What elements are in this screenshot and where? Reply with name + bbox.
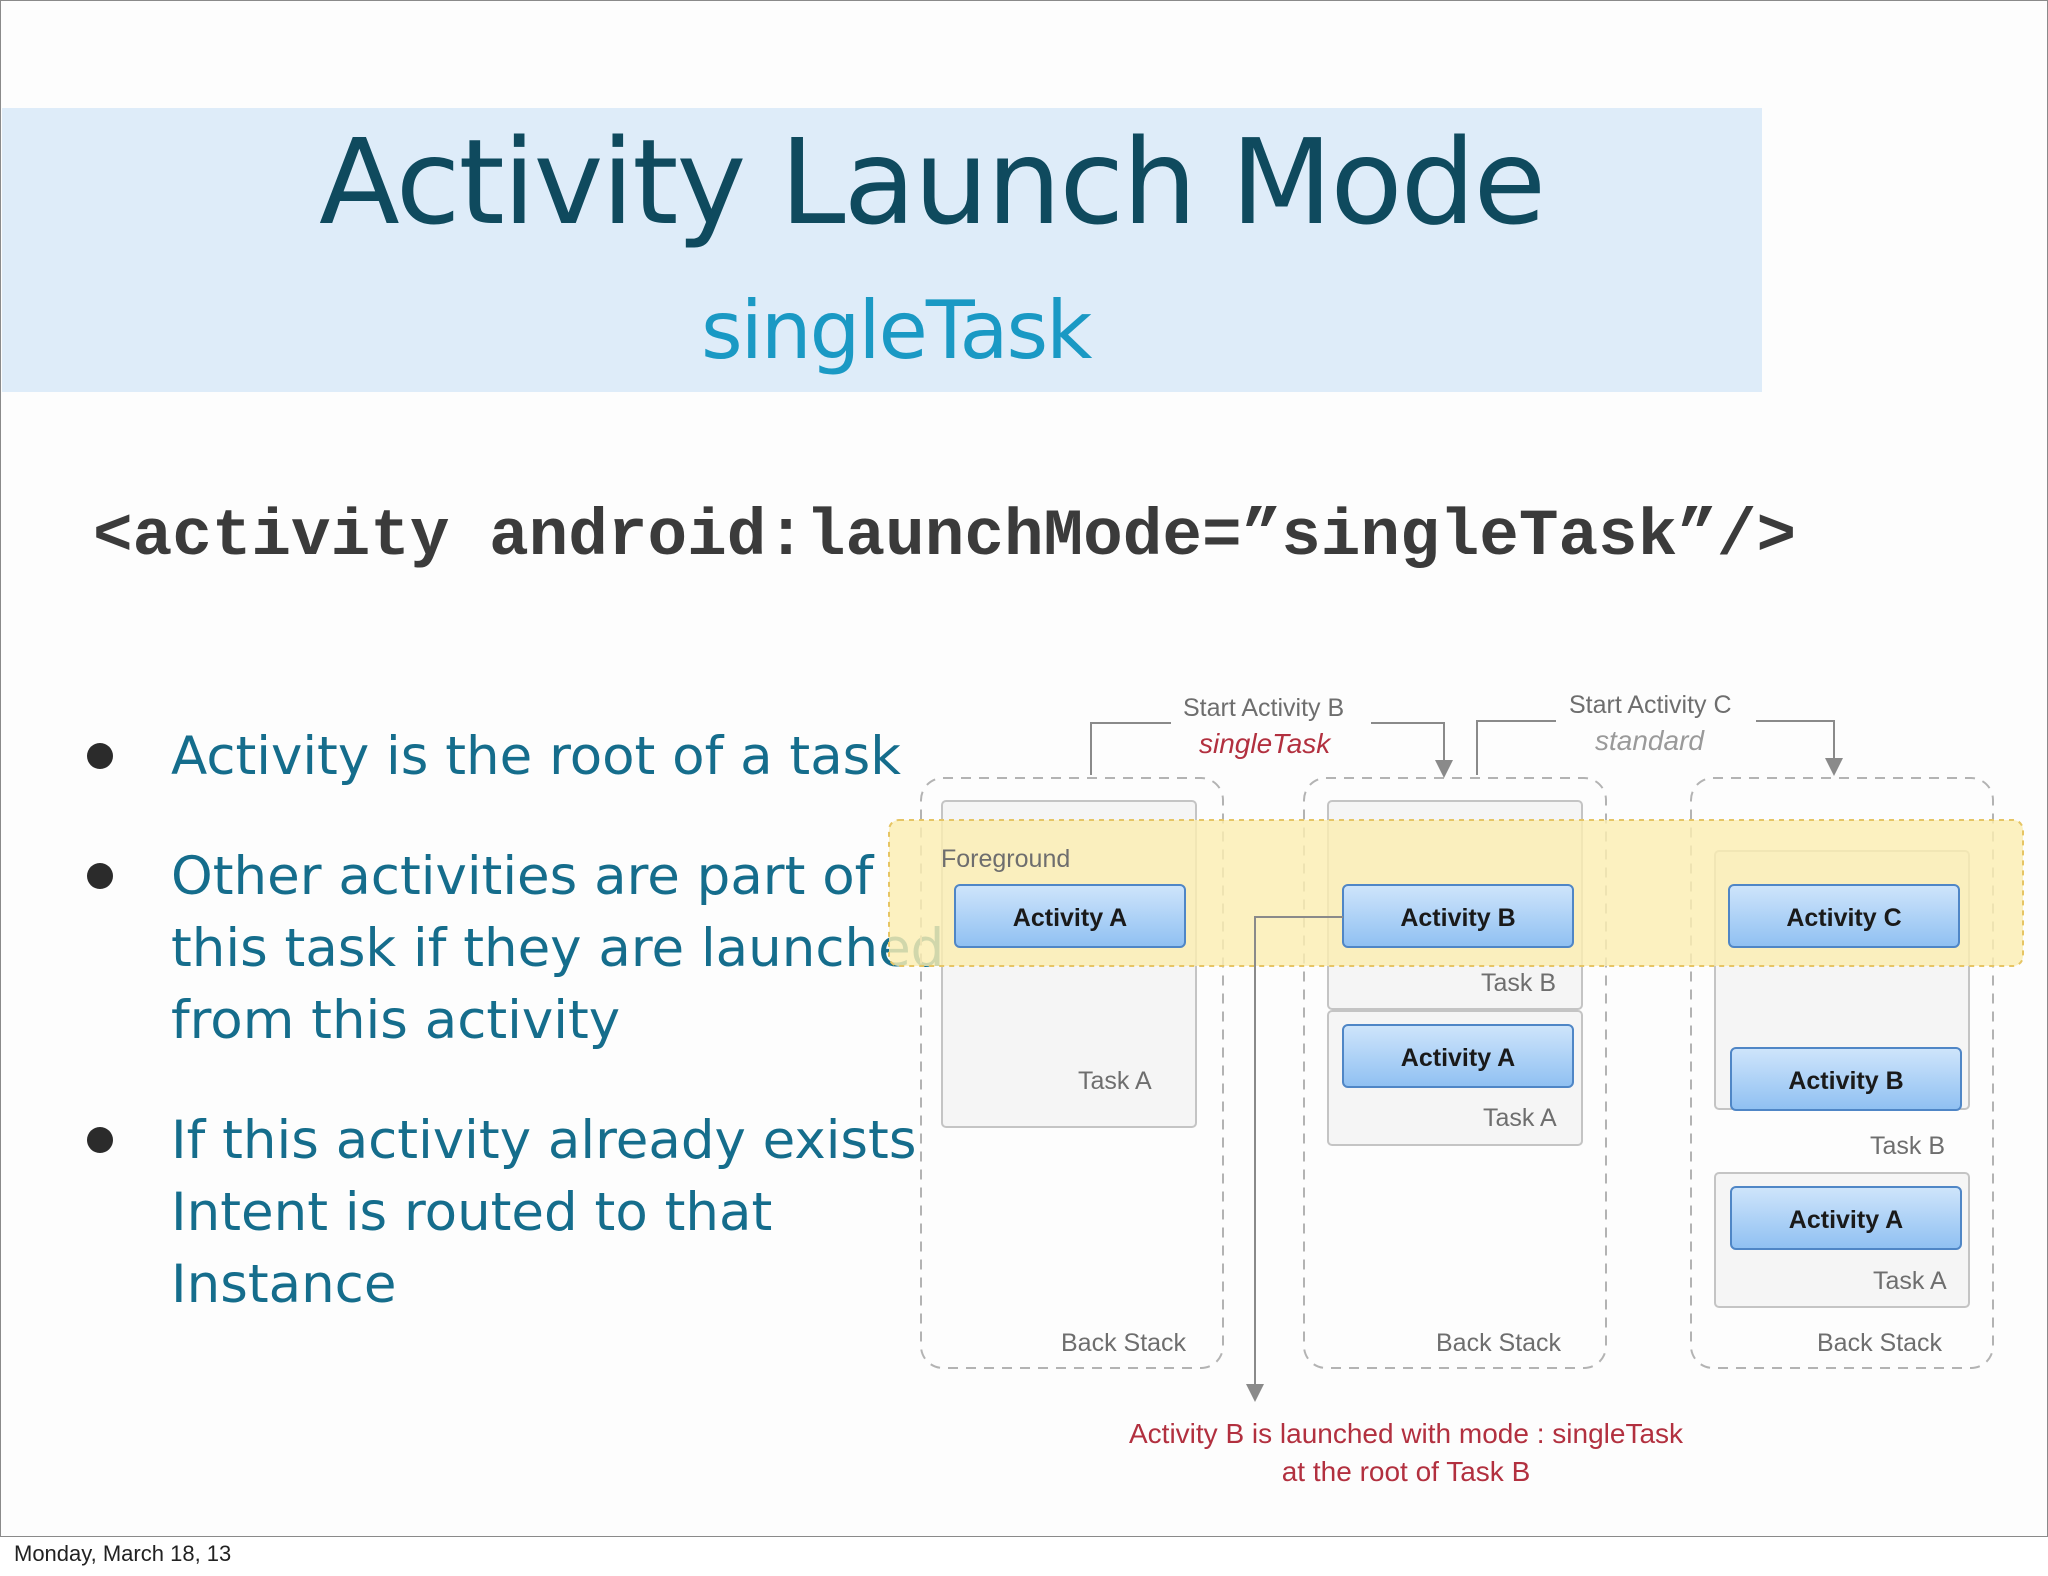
task-b-label-3: Task B <box>1870 1132 1945 1160</box>
caption-line-2: at the root of Task B <box>1282 1456 1531 1487</box>
bullet-dot-icon <box>87 863 113 889</box>
bullet-text: Activity is the root of a task <box>171 726 901 787</box>
launch-mode-diagram: Foreground Activity A Activity B Activit… <box>888 691 2024 1487</box>
back-stack-label-1: Back Stack <box>1061 1329 1187 1357</box>
step2-mode: standard <box>1595 725 1705 756</box>
back-stack-label-2: Back Stack <box>1436 1329 1562 1357</box>
task-a-label-1: Task A <box>1078 1067 1152 1095</box>
caption-connector <box>1246 916 1343 1402</box>
activity-b-label-3: Activity B <box>1788 1067 1903 1095</box>
caption-line-1: Activity B is launched with mode : singl… <box>1129 1418 1684 1449</box>
step1-connector <box>1090 722 1444 775</box>
bullet-list: Activity is the root of a task Other act… <box>79 721 944 1369</box>
activity-a-label-3: Activity A <box>1789 1206 1903 1234</box>
task-a-label-3: Task A <box>1873 1267 1947 1295</box>
activity-c-label-3: Activity C <box>1786 904 1901 932</box>
activity-b-label-2: Activity B <box>1400 904 1515 932</box>
activity-a-box-3 <box>1730 1186 1962 1250</box>
slide-subtitle: singleTask <box>701 284 1092 377</box>
slide: Activity Launch Mode singleTask <activit… <box>0 0 2048 1537</box>
step2-connector <box>1476 720 1834 775</box>
title-band <box>2 108 1762 392</box>
activity-c-box-3 <box>1728 884 1960 948</box>
bullet-dot-icon <box>87 743 113 769</box>
task-a-label-2: Task A <box>1483 1104 1557 1132</box>
bullet-dot-icon <box>87 1127 113 1153</box>
bullet-item: Other activities are part of this task i… <box>79 841 944 1057</box>
activity-a-label-2: Activity A <box>1401 1044 1515 1072</box>
foreground-label: Foreground <box>941 845 1070 873</box>
slide-title: Activity Launch Mode <box>319 113 1546 251</box>
bullet-item: Activity is the root of a task <box>79 721 901 793</box>
step1-label: Start Activity B <box>1183 694 1344 722</box>
activity-a-box-1 <box>954 884 1186 948</box>
activity-a-label-1: Activity A <box>1013 904 1127 932</box>
back-stack-label-3: Back Stack <box>1817 1329 1943 1357</box>
back-stack-1 <box>920 777 1224 1369</box>
footer-date: Monday, March 18, 13 <box>14 1541 232 1566</box>
step2-label: Start Activity C <box>1569 691 1732 719</box>
bullet-item: If this activity already exists Intent i… <box>79 1105 916 1321</box>
step1-mode: singleTask <box>1199 728 1332 759</box>
activity-b-box-3 <box>1730 1047 1962 1111</box>
bullet-text: Other activities are part of this task i… <box>171 846 945 1051</box>
bullet-text: If this activity already exists Intent i… <box>171 1110 917 1315</box>
activity-a-box-2 <box>1342 1024 1574 1088</box>
code-snippet: <activity android:launchMode=”singleTask… <box>93 499 1797 574</box>
task-b-label-2: Task B <box>1481 969 1556 997</box>
